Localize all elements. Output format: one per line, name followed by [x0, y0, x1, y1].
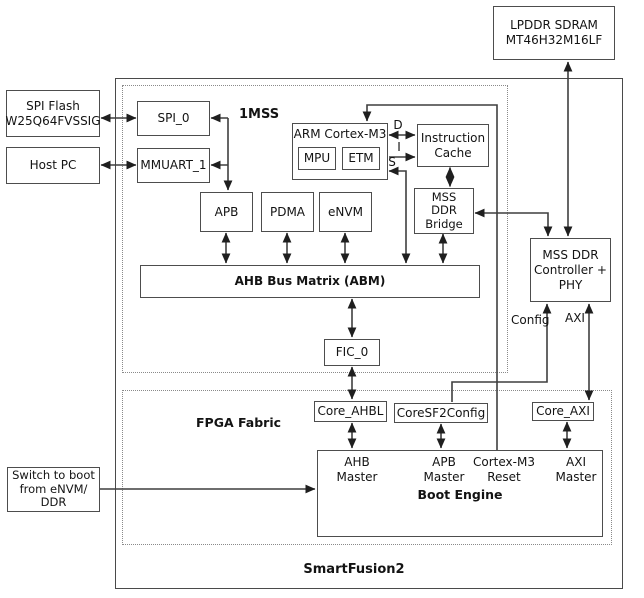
ahb-bus-matrix-label: AHB Bus Matrix (ABM): [234, 274, 386, 288]
mss-ddr-controller-line3: PHY: [558, 277, 583, 292]
mss-ddr-bridge-line3: Bridge: [425, 216, 463, 231]
instruction-cache-line2: Cache: [434, 145, 472, 160]
boot-engine-title: Boot Engine: [417, 487, 503, 502]
instruction-cache-box: Instruction Cache: [417, 124, 489, 167]
spi-flash-box: SPI Flash W25Q64FVSSIG: [5, 90, 101, 137]
mss-ddr-bridge-line1: MSS: [431, 189, 457, 204]
apb-box: APB: [200, 192, 253, 232]
instruction-cache-line1: Instruction: [420, 130, 486, 145]
fic0-box: FIC_0: [324, 339, 380, 366]
core-ahbl-label: Core_AHBL: [317, 404, 384, 418]
mpu-label: MPU: [303, 151, 331, 165]
etm-box: ETM: [342, 147, 380, 170]
host-pc-box: Host PC: [6, 147, 100, 184]
boot-engine-port-apb: APB Master: [424, 455, 465, 484]
boot-engine-box: AHB Master APB Master Cortex-M3 Reset AX…: [317, 450, 603, 537]
fpga-region-label: FPGA Fabric: [196, 415, 282, 430]
axi-bus-label: AXI: [565, 311, 585, 325]
spi0-box: SPI_0: [137, 101, 210, 136]
port-ahb-line1: AHB: [344, 455, 370, 469]
mss-ddr-controller-box: MSS DDR Controller + PHY: [530, 238, 611, 302]
lpddr-sdram-box: LPDDR SDRAM MT46H32M16LF: [493, 6, 615, 60]
core-axi-label: Core_AXI: [536, 404, 590, 418]
lpddr-sdram-line2: MT46H32M16LF: [505, 33, 603, 47]
spi0-label: SPI_0: [157, 111, 190, 125]
mss-ddr-bridge-line2: DDR: [431, 203, 457, 218]
boot-engine-port-axi: AXI Master: [556, 455, 597, 484]
boot-switch-line3: DDR: [40, 495, 67, 510]
envm-box: eNVM: [319, 192, 372, 232]
mss-ddr-controller-line1: MSS DDR: [542, 247, 599, 262]
coresf2config-label: CoreSF2Config: [396, 405, 486, 420]
spi-flash-line2: W25Q64FVSSIG: [5, 113, 101, 128]
config-bus-label: Config: [511, 313, 550, 327]
smartfusion2-chip-outline: [115, 78, 623, 589]
apb-label: APB: [214, 204, 239, 219]
mss-ddr-bridge-box: MSS DDR Bridge: [414, 188, 474, 234]
boot-switch-box: Switch to boot from eNVM/ DDR: [7, 467, 100, 512]
i-bus-label: I: [397, 140, 401, 154]
chip-label: SmartFusion2: [303, 562, 405, 577]
arm-cortex-m3-label: ARM Cortex-M3: [293, 127, 387, 141]
boot-switch-line2: from eNVM/: [19, 481, 88, 496]
host-pc-label: Host PC: [29, 158, 77, 172]
port-axi-line2: Master: [555, 469, 597, 484]
coresf2config-box: CoreSF2Config: [394, 403, 488, 423]
mss-ddr-controller-line2: Controller +: [534, 262, 607, 277]
etm-label: ETM: [348, 151, 374, 165]
core-ahbl-box: Core_AHBL: [314, 401, 387, 422]
mmuart1-box: MMUART_1: [137, 148, 210, 183]
mmuart1-label: MMUART_1: [140, 158, 207, 172]
pdma-label: PDMA: [269, 204, 306, 219]
port-apb-line2: Master: [423, 469, 465, 484]
fic0-label: FIC_0: [335, 345, 369, 359]
d-bus-label: D: [393, 118, 403, 132]
mss-region-label: 1MSS: [239, 107, 280, 122]
pdma-box: PDMA: [261, 192, 314, 232]
port-apb-line1: APB: [432, 455, 456, 469]
lpddr-sdram-line1: LPDDR SDRAM: [510, 18, 598, 32]
boot-switch-line1: Switch to boot: [12, 468, 95, 483]
boot-engine-port-ahb: AHB Master: [337, 455, 378, 484]
boot-engine-port-reset: Cortex-M3 Reset: [473, 455, 535, 484]
s-bus-label: S: [388, 155, 396, 169]
port-ahb-line2: Master: [336, 469, 378, 484]
port-reset-line1: Cortex-M3: [473, 455, 535, 469]
port-axi-line1: AXI: [566, 455, 586, 469]
ahb-bus-matrix-box: AHB Bus Matrix (ABM): [140, 265, 480, 298]
spi-flash-line1: SPI Flash: [26, 98, 80, 113]
envm-label: eNVM: [328, 204, 363, 219]
core-axi-box: Core_AXI: [532, 402, 594, 421]
port-reset-line2: Reset: [487, 469, 521, 484]
mpu-box: MPU: [298, 147, 336, 170]
